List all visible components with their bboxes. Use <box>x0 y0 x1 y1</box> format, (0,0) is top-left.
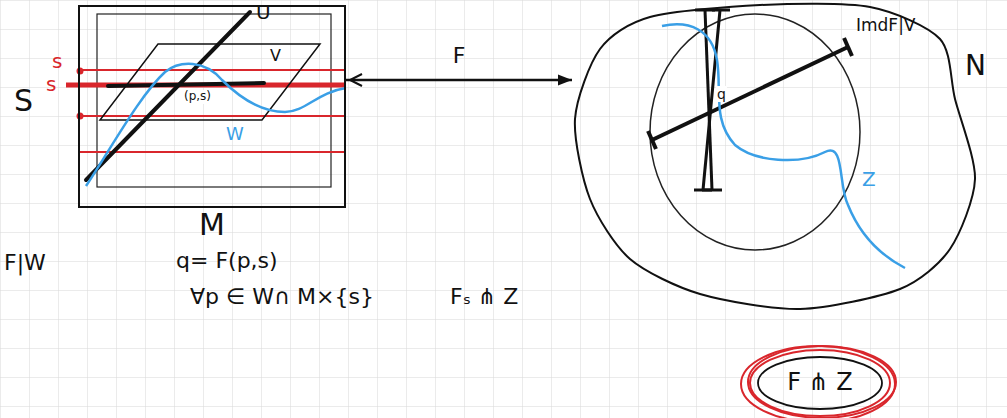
formula-note: Fₛ ⋔ Z <box>450 284 518 309</box>
parameter-value: s <box>46 73 56 96</box>
manifold-box: M <box>78 5 346 208</box>
end-bar <box>694 189 712 192</box>
manifold-outline <box>575 4 975 309</box>
parameter-value: s <box>52 50 62 73</box>
map-name: F <box>453 43 466 68</box>
space-name: S <box>14 84 33 119</box>
restriction-note: F|W <box>4 250 46 275</box>
slice-line <box>78 115 346 117</box>
subspace-v <box>108 83 264 86</box>
result-outline <box>758 357 882 409</box>
slice-line <box>78 151 346 153</box>
point-label: q <box>716 86 727 102</box>
neighbourhood-circle <box>650 14 860 250</box>
submanifold-name: W <box>226 124 244 145</box>
subspace-name: U <box>256 1 271 24</box>
subspace-u <box>86 12 250 180</box>
highlight-ring <box>741 346 895 418</box>
image-line <box>652 47 848 140</box>
formula-note: q= F(p,s) <box>176 248 278 273</box>
formula-note: ∀p ∈ W∩ M×{s} <box>190 284 374 309</box>
subspace-name: V <box>270 47 281 65</box>
node-label: N <box>965 50 986 82</box>
manifold-blob: N <box>572 2 987 312</box>
submanifold-name: Z <box>862 168 876 191</box>
point-label: (p,s) <box>183 90 212 104</box>
slice-line-s <box>66 83 346 88</box>
image-name: ImdF|V <box>856 16 916 36</box>
highlight-ring <box>750 350 890 416</box>
submanifold-w <box>86 64 346 186</box>
node-label: F ⋔ Z <box>787 369 853 397</box>
end-bar <box>844 38 852 56</box>
shape-outline <box>572 2 987 312</box>
result-ellipse: F ⋔ Z <box>752 352 888 414</box>
node-label: M <box>199 208 225 243</box>
submanifold-z <box>662 24 905 268</box>
inner-frame <box>97 14 331 187</box>
map-arrow <box>346 79 572 82</box>
end-bar <box>648 131 656 149</box>
